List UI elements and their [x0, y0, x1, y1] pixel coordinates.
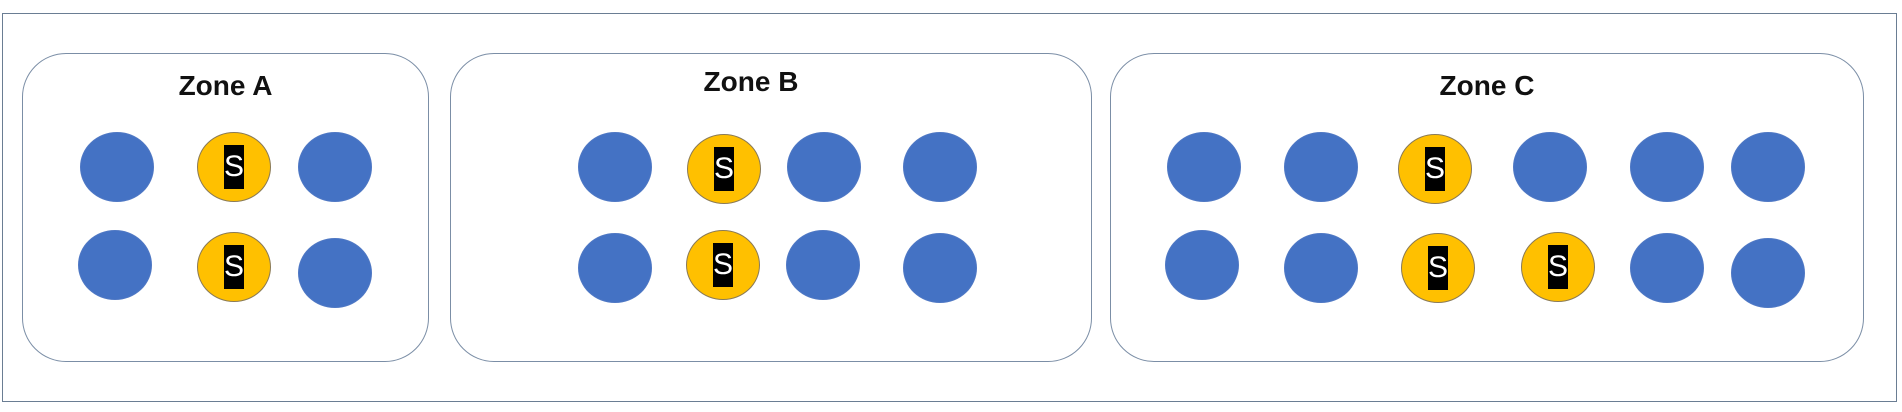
- server-label: S: [713, 243, 733, 287]
- client-node: [298, 238, 372, 308]
- server-node: S: [1521, 232, 1595, 302]
- client-node: [1513, 132, 1587, 202]
- client-node: [1630, 233, 1704, 303]
- client-node: [903, 132, 977, 202]
- client-node: [578, 233, 652, 303]
- zone-a: Zone A: [22, 53, 429, 362]
- diagram-frame: [2, 13, 1897, 402]
- client-node: [786, 230, 860, 300]
- client-node: [78, 230, 152, 300]
- client-node: [1167, 132, 1241, 202]
- client-node: [1630, 132, 1704, 202]
- zone-c: Zone C: [1110, 53, 1864, 362]
- server-label: S: [1428, 246, 1448, 290]
- server-node: S: [197, 232, 271, 302]
- server-label: S: [224, 145, 244, 189]
- client-node: [298, 132, 372, 202]
- client-node: [578, 132, 652, 202]
- client-node: [1165, 230, 1239, 300]
- client-node: [1284, 132, 1358, 202]
- server-label: S: [1548, 245, 1568, 289]
- zone-title: Zone C: [1439, 70, 1535, 101]
- client-node: [1731, 238, 1805, 308]
- server-label: S: [714, 147, 734, 191]
- zone-title: Zone B: [703, 66, 799, 97]
- server-node: S: [686, 230, 760, 300]
- server-node: S: [197, 132, 271, 202]
- server-node: S: [1401, 233, 1475, 303]
- client-node: [787, 132, 861, 202]
- client-node: [1731, 132, 1805, 202]
- zone-title: Zone A: [178, 70, 273, 101]
- client-node: [903, 233, 977, 303]
- server-label: S: [1425, 147, 1445, 191]
- server-node: S: [687, 134, 761, 204]
- server-label: S: [224, 245, 244, 289]
- server-node: S: [1398, 134, 1472, 204]
- zone-b: Zone B: [450, 53, 1092, 362]
- client-node: [1284, 233, 1358, 303]
- client-node: [80, 132, 154, 202]
